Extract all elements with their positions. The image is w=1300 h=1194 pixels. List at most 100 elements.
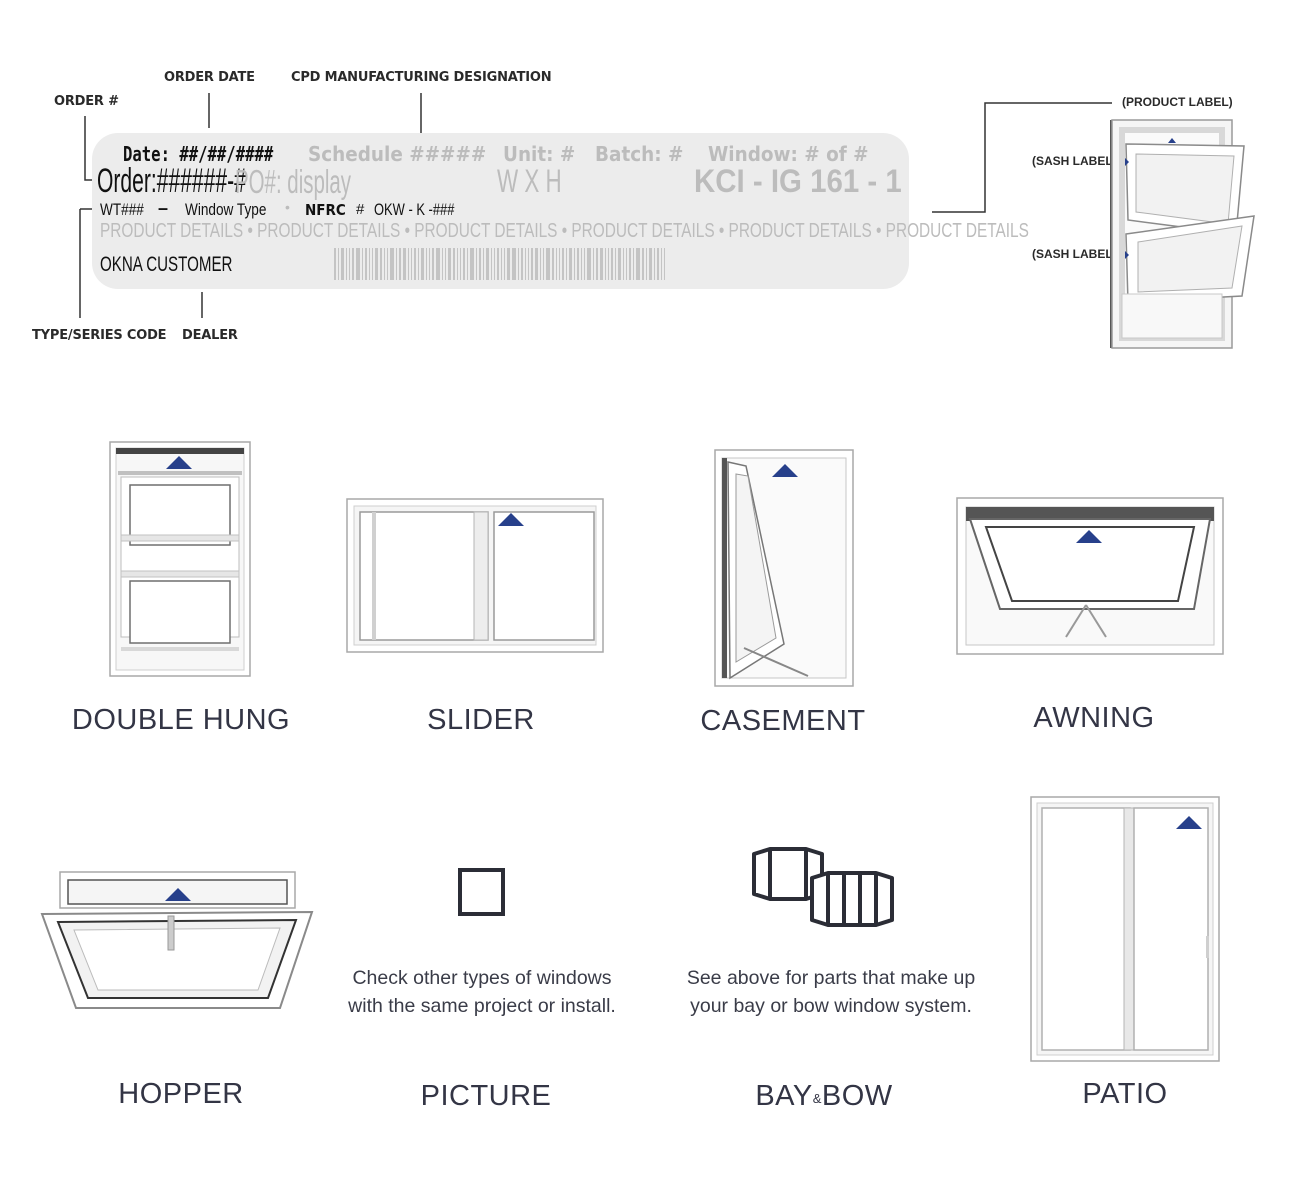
label-customer: OKNA CUSTOMER — [100, 253, 233, 276]
barcode-bar — [596, 248, 598, 280]
barcode-bar — [369, 248, 370, 280]
barcode-bar — [535, 248, 538, 280]
title-patio: PATIO — [1082, 1078, 1168, 1110]
patio-door-illustration — [1030, 796, 1220, 1062]
barcode-bar — [414, 248, 416, 280]
label-window-count: Window: # of # — [708, 142, 869, 166]
hopper-illustration — [40, 871, 314, 1009]
title-awning: AWNING — [1033, 702, 1155, 734]
barcode-bar — [352, 248, 354, 280]
barcode-bar — [365, 248, 367, 280]
barcode-bar — [521, 248, 523, 280]
barcode-bar — [356, 248, 360, 280]
barcode-bar — [432, 248, 434, 280]
barcode-bar — [408, 248, 409, 280]
title-ampersand: & — [812, 1091, 822, 1106]
barcode-bar — [418, 248, 419, 280]
label-date: Date: ##/##/#### — [123, 142, 274, 166]
barcode-bar — [649, 248, 652, 280]
barcode-bar — [426, 248, 427, 280]
barcode-bar — [362, 248, 363, 280]
barcode-bar — [375, 248, 378, 280]
barcode-bar — [436, 248, 440, 280]
label-unit: Unit: # — [503, 142, 576, 166]
barcode-bar — [600, 248, 603, 280]
barcode-bar — [569, 248, 572, 280]
barcode-bar — [334, 248, 336, 280]
awning-illustration — [956, 497, 1224, 655]
barcode-bar — [476, 248, 477, 280]
label-dash: – — [158, 198, 169, 218]
casement-illustration — [714, 449, 854, 687]
title-hopper: HOPPER — [118, 1078, 244, 1110]
callout-order-number: ORDER # — [54, 94, 119, 109]
barcode-bar — [479, 248, 481, 280]
barcode-bar — [646, 248, 647, 280]
barcode-bar — [512, 248, 516, 280]
label-hash: # — [356, 201, 365, 218]
picture-description: Check other types of windows with the sa… — [348, 964, 616, 1020]
barcode-bar — [338, 248, 339, 280]
barcode-bar — [556, 248, 557, 280]
barcode-bar — [581, 248, 582, 280]
barcode-bar — [615, 248, 616, 280]
label-po: PO#: display — [235, 163, 351, 200]
barcode-bar — [528, 248, 529, 280]
barcode-bar — [618, 248, 621, 280]
barcode-bar — [442, 248, 443, 280]
bay-description-line2: your bay or bow window system. — [690, 995, 972, 1017]
barcode-bar — [497, 248, 499, 280]
barcode-bar — [642, 248, 644, 280]
title-casement: CASEMENT — [700, 705, 866, 737]
callout-sash-label-bottom: (SASH LABEL) — [1032, 247, 1117, 261]
bay-description: See above for parts that make up your ba… — [687, 964, 975, 1020]
barcode-bar — [636, 248, 640, 280]
barcode-bar — [501, 248, 502, 280]
barcode-bar — [559, 248, 560, 280]
barcode-bar — [587, 248, 591, 280]
barcode-bar — [396, 248, 397, 280]
barcode-bar — [494, 248, 495, 280]
barcode-bar — [457, 248, 458, 280]
product-label-card — [92, 133, 909, 289]
barcode-bar — [380, 248, 382, 280]
label-window-type: Window Type — [185, 200, 267, 219]
double-hung-illustration — [109, 441, 251, 677]
barcode-bar — [518, 248, 519, 280]
label-batch: Batch: # — [595, 142, 684, 166]
barcode-bar — [460, 248, 461, 280]
callout-cpd-designation: CPD MANUFACTURING DESIGNATION — [291, 70, 552, 85]
barcode-bar — [626, 248, 627, 280]
label-wxh: W X H — [497, 163, 562, 199]
product-label-window-illustration — [1110, 119, 1255, 349]
picture-description-line2: with the same project or install. — [348, 995, 616, 1017]
barcode-bar — [346, 248, 347, 280]
barcode-bar — [593, 248, 594, 280]
barcode-bar — [399, 248, 401, 280]
callout-sash-label-top: (SASH LABEL) — [1032, 154, 1117, 168]
label-bullet: • — [285, 199, 290, 215]
barcode-bar — [543, 248, 544, 280]
barcode-bar — [531, 248, 533, 280]
barcode-bar — [661, 248, 662, 280]
barcode-bar — [552, 248, 554, 280]
barcode-bar — [463, 248, 465, 280]
barcode-bar — [448, 248, 451, 280]
label-schedule: Schedule ##### — [308, 142, 487, 166]
barcode-bar — [483, 248, 484, 280]
barcode-bar — [562, 248, 564, 280]
label-order: Order:######-# — [97, 162, 246, 200]
barcode-bar — [608, 248, 609, 280]
barcode-bar — [623, 248, 624, 280]
barcode-bar — [349, 248, 350, 280]
picture-description-line1: Check other types of windows — [352, 967, 612, 989]
barcode-bar — [453, 248, 455, 280]
callout-order-date: ORDER DATE — [164, 70, 255, 85]
barcode-bar — [384, 248, 385, 280]
barcode-bar — [445, 248, 446, 280]
barcode-bar — [486, 248, 489, 280]
barcode-bar — [664, 248, 665, 280]
label-barcode — [334, 248, 826, 280]
label-nfrc: NFRC — [305, 201, 346, 219]
title-picture: PICTURE — [420, 1080, 552, 1112]
